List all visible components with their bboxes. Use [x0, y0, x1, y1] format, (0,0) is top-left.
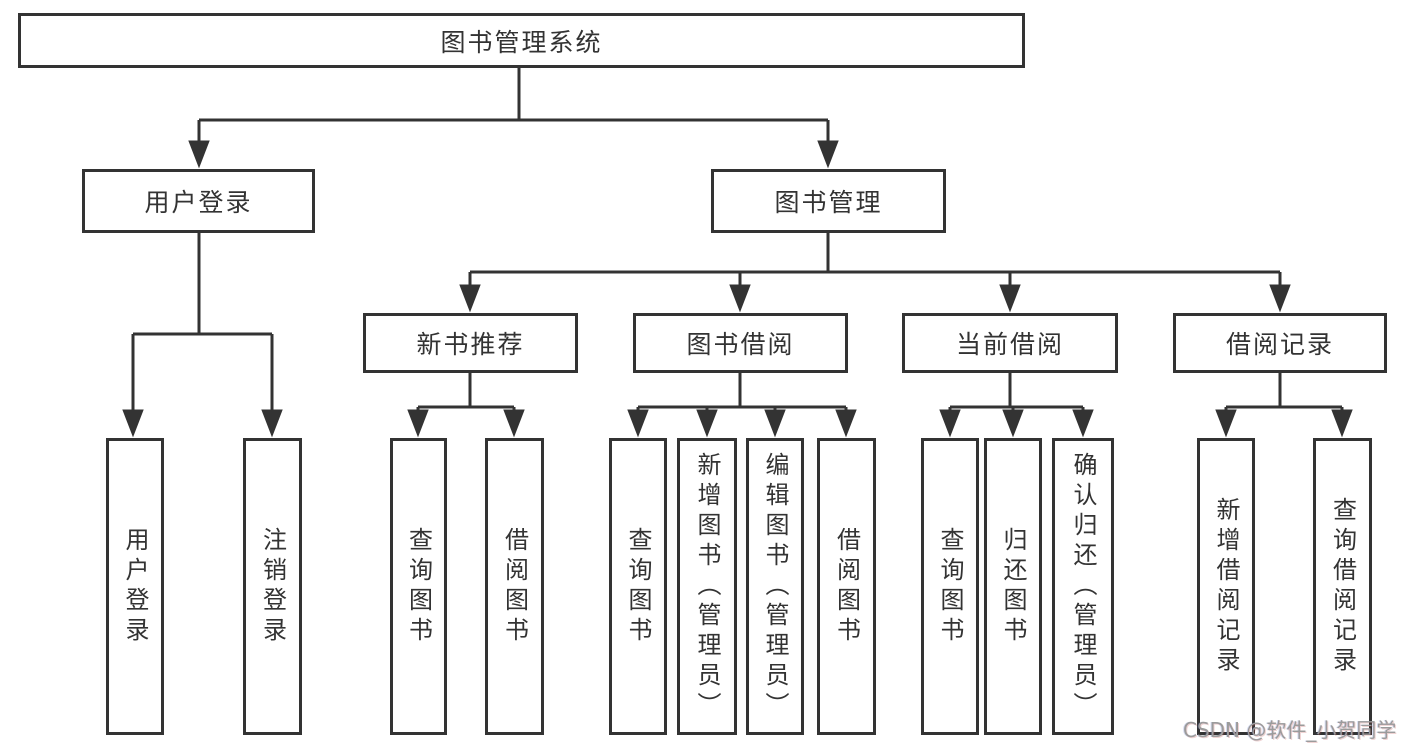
- leaf-query-borrow-record: 查询借阅记录: [1313, 438, 1372, 735]
- arrowhead: [261, 409, 283, 438]
- leaf-logout: 注销登录: [243, 438, 302, 735]
- node-book-management: 图书管理: [711, 169, 946, 233]
- arrowhead: [835, 409, 857, 438]
- arrowhead: [122, 409, 144, 438]
- arrowhead: [729, 284, 751, 313]
- arrowhead: [188, 140, 210, 169]
- arrowhead: [1002, 409, 1024, 438]
- leaf-borrow-book-recommend: 借阅图书: [485, 438, 544, 735]
- arrowhead: [999, 284, 1021, 313]
- arrowhead: [764, 409, 786, 438]
- arrowhead: [503, 409, 525, 438]
- node-new-book-recommend: 新书推荐: [363, 313, 578, 373]
- node-borrow-records: 借阅记录: [1173, 313, 1387, 373]
- arrowhead: [939, 409, 961, 438]
- arrowhead: [1331, 409, 1353, 438]
- leaf-query-book-borrow: 查询图书: [609, 438, 667, 735]
- leaf-edit-book-admin: 编辑图书（管理员）: [746, 438, 804, 735]
- node-current-borrow: 当前借阅: [902, 313, 1118, 373]
- leaf-return-book: 归还图书: [984, 438, 1042, 735]
- arrowhead: [696, 409, 718, 438]
- arrowhead: [407, 409, 429, 438]
- arrowhead: [627, 409, 649, 438]
- leaf-add-borrow-record: 新增借阅记录: [1197, 438, 1255, 735]
- node-library-system: 图书管理系统: [18, 13, 1025, 68]
- leaf-user-login: 用户登录: [106, 438, 164, 735]
- arrowhead: [1072, 409, 1094, 438]
- arrowhead: [817, 140, 839, 169]
- node-book-borrow: 图书借阅: [633, 313, 848, 373]
- leaf-confirm-return-admin: 确认归还（管理员）: [1052, 438, 1114, 735]
- leaf-query-book-recommend: 查询图书: [390, 438, 447, 735]
- arrowhead: [1269, 284, 1291, 313]
- arrowhead: [1215, 409, 1237, 438]
- csdn-watermark: CSDN @软件_小贺同学: [1183, 718, 1397, 742]
- leaf-add-book-admin: 新增图书（管理员）: [677, 438, 737, 735]
- arrowhead: [459, 284, 481, 313]
- leaf-query-book-current: 查询图书: [921, 438, 979, 735]
- node-user-login: 用户登录: [82, 169, 315, 233]
- leaf-borrow-book: 借阅图书: [817, 438, 876, 735]
